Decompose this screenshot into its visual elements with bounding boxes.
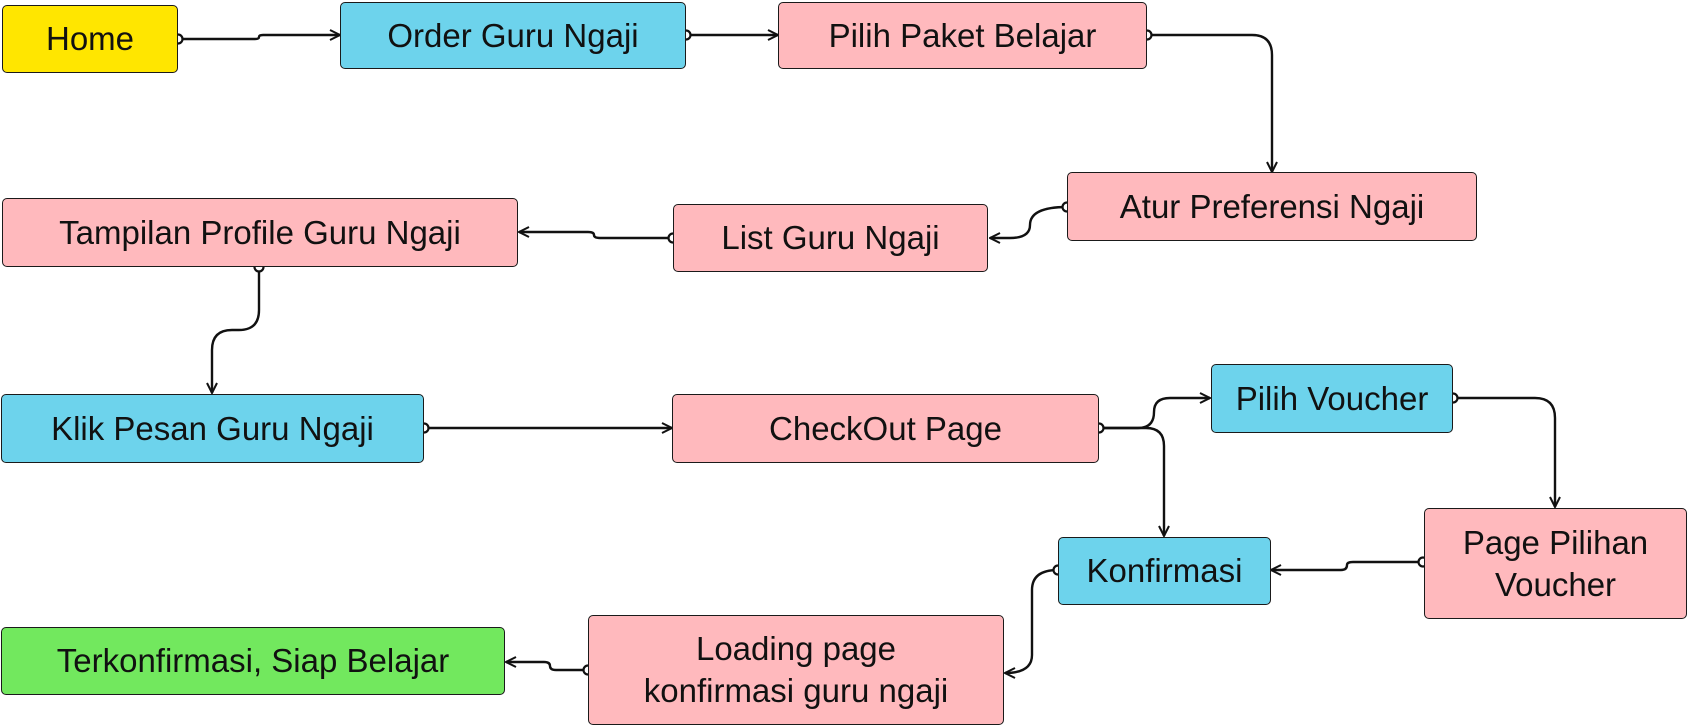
edge-home-order bbox=[178, 35, 340, 39]
edge-profile-klik bbox=[212, 267, 261, 393]
edge-checkout-konfirmasi bbox=[1099, 426, 1164, 536]
node-order-guru-ngaji: Order Guru Ngaji bbox=[340, 2, 686, 69]
edge-voucher-pagevoucher bbox=[1453, 396, 1555, 507]
node-pilih-voucher: Pilih Voucher bbox=[1211, 364, 1453, 433]
node-konfirmasi: Konfirmasi bbox=[1058, 537, 1271, 605]
edge-atur-list bbox=[990, 205, 1068, 238]
node-tampilan-profile-guru-ngaji: Tampilan Profile Guru Ngaji bbox=[2, 198, 518, 267]
node-checkout-page: CheckOut Page bbox=[672, 394, 1099, 463]
edge-paket-atur bbox=[1147, 33, 1272, 172]
node-pilih-paket-belajar: Pilih Paket Belajar bbox=[778, 2, 1147, 69]
node-page-pilihan-voucher: Page Pilihan Voucher bbox=[1424, 508, 1687, 619]
edge-pagevoucher-konfirmasi bbox=[1271, 560, 1423, 570]
edge-checkout-voucher bbox=[1099, 398, 1210, 430]
node-atur-preferensi-ngaji: Atur Preferensi Ngaji bbox=[1067, 172, 1477, 241]
edge-konfirmasi-loading bbox=[1005, 568, 1059, 673]
node-list-guru-ngaji: List Guru Ngaji bbox=[673, 204, 988, 272]
node-home: Home bbox=[2, 5, 178, 73]
node-loading-page-konfirmasi: Loading page konfirmasi guru ngaji bbox=[588, 615, 1004, 725]
edge-list-profile bbox=[519, 232, 673, 240]
node-klik-pesan-guru-ngaji: Klik Pesan Guru Ngaji bbox=[1, 394, 424, 463]
edge-loading-terkonfirmasi bbox=[506, 662, 588, 672]
node-terkonfirmasi-siap-belajar: Terkonfirmasi, Siap Belajar bbox=[1, 627, 505, 695]
